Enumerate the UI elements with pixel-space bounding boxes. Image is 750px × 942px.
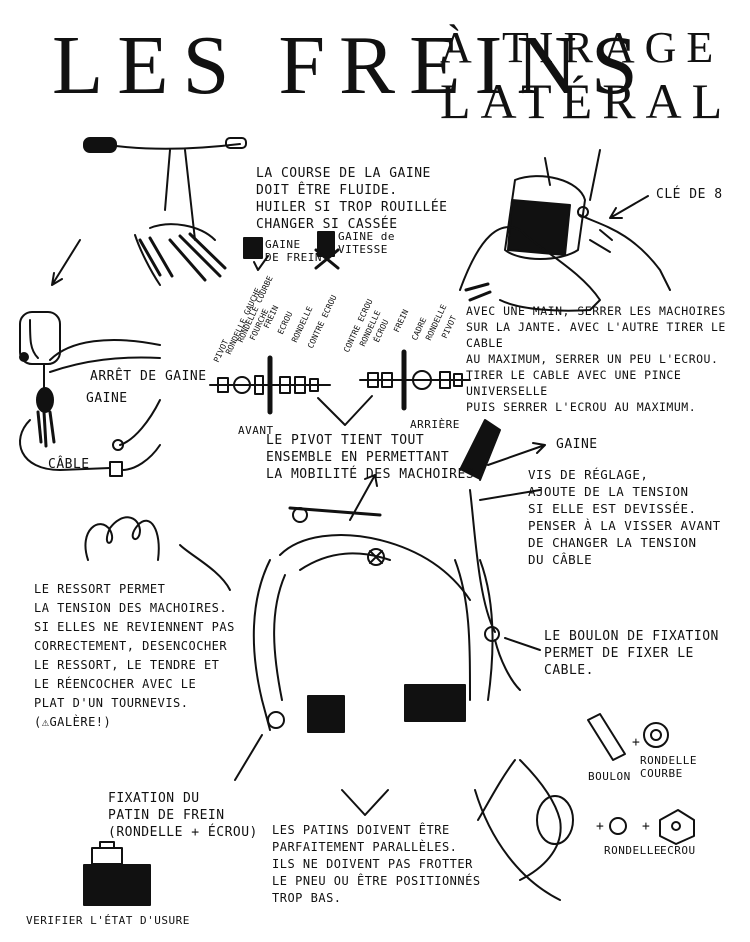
arrow-pivot-to-caliper	[349, 474, 378, 521]
wrench-hand-illustration	[459, 149, 671, 312]
handlebar-illustration	[83, 137, 247, 286]
boulon-note: LE BOULON DE FIXATION PERMET DE FIXER LE…	[544, 629, 719, 678]
caliper-illustration	[252, 419, 521, 733]
title-line-3: LATÉRAL	[440, 73, 733, 129]
cle-label: CLÉ DE 8	[656, 187, 723, 202]
hardware-plus: +	[632, 735, 641, 750]
hardware-rondelle-courbe: RONDELLE COURBE	[640, 754, 697, 780]
spring-illustration	[84, 516, 160, 561]
brake-lever-illustration	[19, 311, 161, 477]
gaine-note: LA COURSE DE LA GAINE DOIT ÊTRE FLUIDE. …	[256, 166, 448, 232]
arrows-patins	[341, 789, 389, 816]
gaine-frein-label: GAINE DE FREIN	[265, 238, 322, 264]
lever-label-arret: ARRÊT DE GAINE	[90, 369, 207, 384]
fixation-note: FIXATION DU PATIN DE FREIN (RONDELLE + É…	[108, 791, 258, 840]
arrow-to-vis	[479, 489, 541, 501]
hardware-boulon: BOULON	[588, 770, 631, 783]
right-label-gaine: GAINE	[556, 437, 598, 452]
hardware-ecrou: ECROU	[660, 844, 696, 857]
tighten-note: AVEC UNE MAIN, SERRER LES MACHOIRES SUR …	[466, 304, 726, 414]
arriere-label: ARRIÈRE	[410, 418, 460, 431]
assembly-arriere	[359, 349, 471, 411]
gaine-icons	[243, 231, 340, 271]
patin-illustration	[83, 841, 151, 906]
ressort-note: LE RESSORT PERMET LA TENSION DES MACHOIR…	[34, 582, 235, 729]
avant-label: AVANT	[238, 424, 274, 437]
hardware-plus: +	[596, 819, 605, 834]
hardware-plus: +	[642, 819, 651, 834]
arrow-to-gaine-right	[487, 442, 546, 466]
usure-label: VERIFIER L'ÉTAT D'USURE	[26, 914, 190, 927]
arrow-handlebar-to-lever	[51, 239, 81, 286]
lever-label-gaine: GAINE	[86, 391, 128, 406]
hardware-illustration	[474, 713, 695, 901]
title-line-1: LES FREINS	[52, 19, 652, 112]
title-line-2: À TIRAGE	[440, 23, 724, 72]
assembly-avant	[209, 355, 331, 415]
lever-label-cable: CÂBLE	[48, 457, 90, 472]
hardware-rondelle: RONDELLE	[604, 844, 661, 857]
vis-reglage-note: VIS DE RÉGLAGE, AJOUTE DE LA TENSION SI …	[528, 467, 721, 567]
gaine-vitesse-label: GAINE de VITESSE	[338, 230, 395, 256]
arrow-fixation-to-bolt	[234, 734, 263, 781]
arrow-ressort-to-spring	[179, 544, 231, 591]
patins-note: LES PATINS DOIVENT ÊTRE PARFAITEMENT PAR…	[272, 823, 481, 905]
arrow-to-cle	[609, 195, 649, 219]
arrow-to-boulon	[504, 637, 541, 651]
arrows-to-pivot-note	[317, 395, 373, 426]
pivot-note: LE PIVOT TIENT TOUT ENSEMBLE EN PERMETTA…	[266, 433, 475, 482]
